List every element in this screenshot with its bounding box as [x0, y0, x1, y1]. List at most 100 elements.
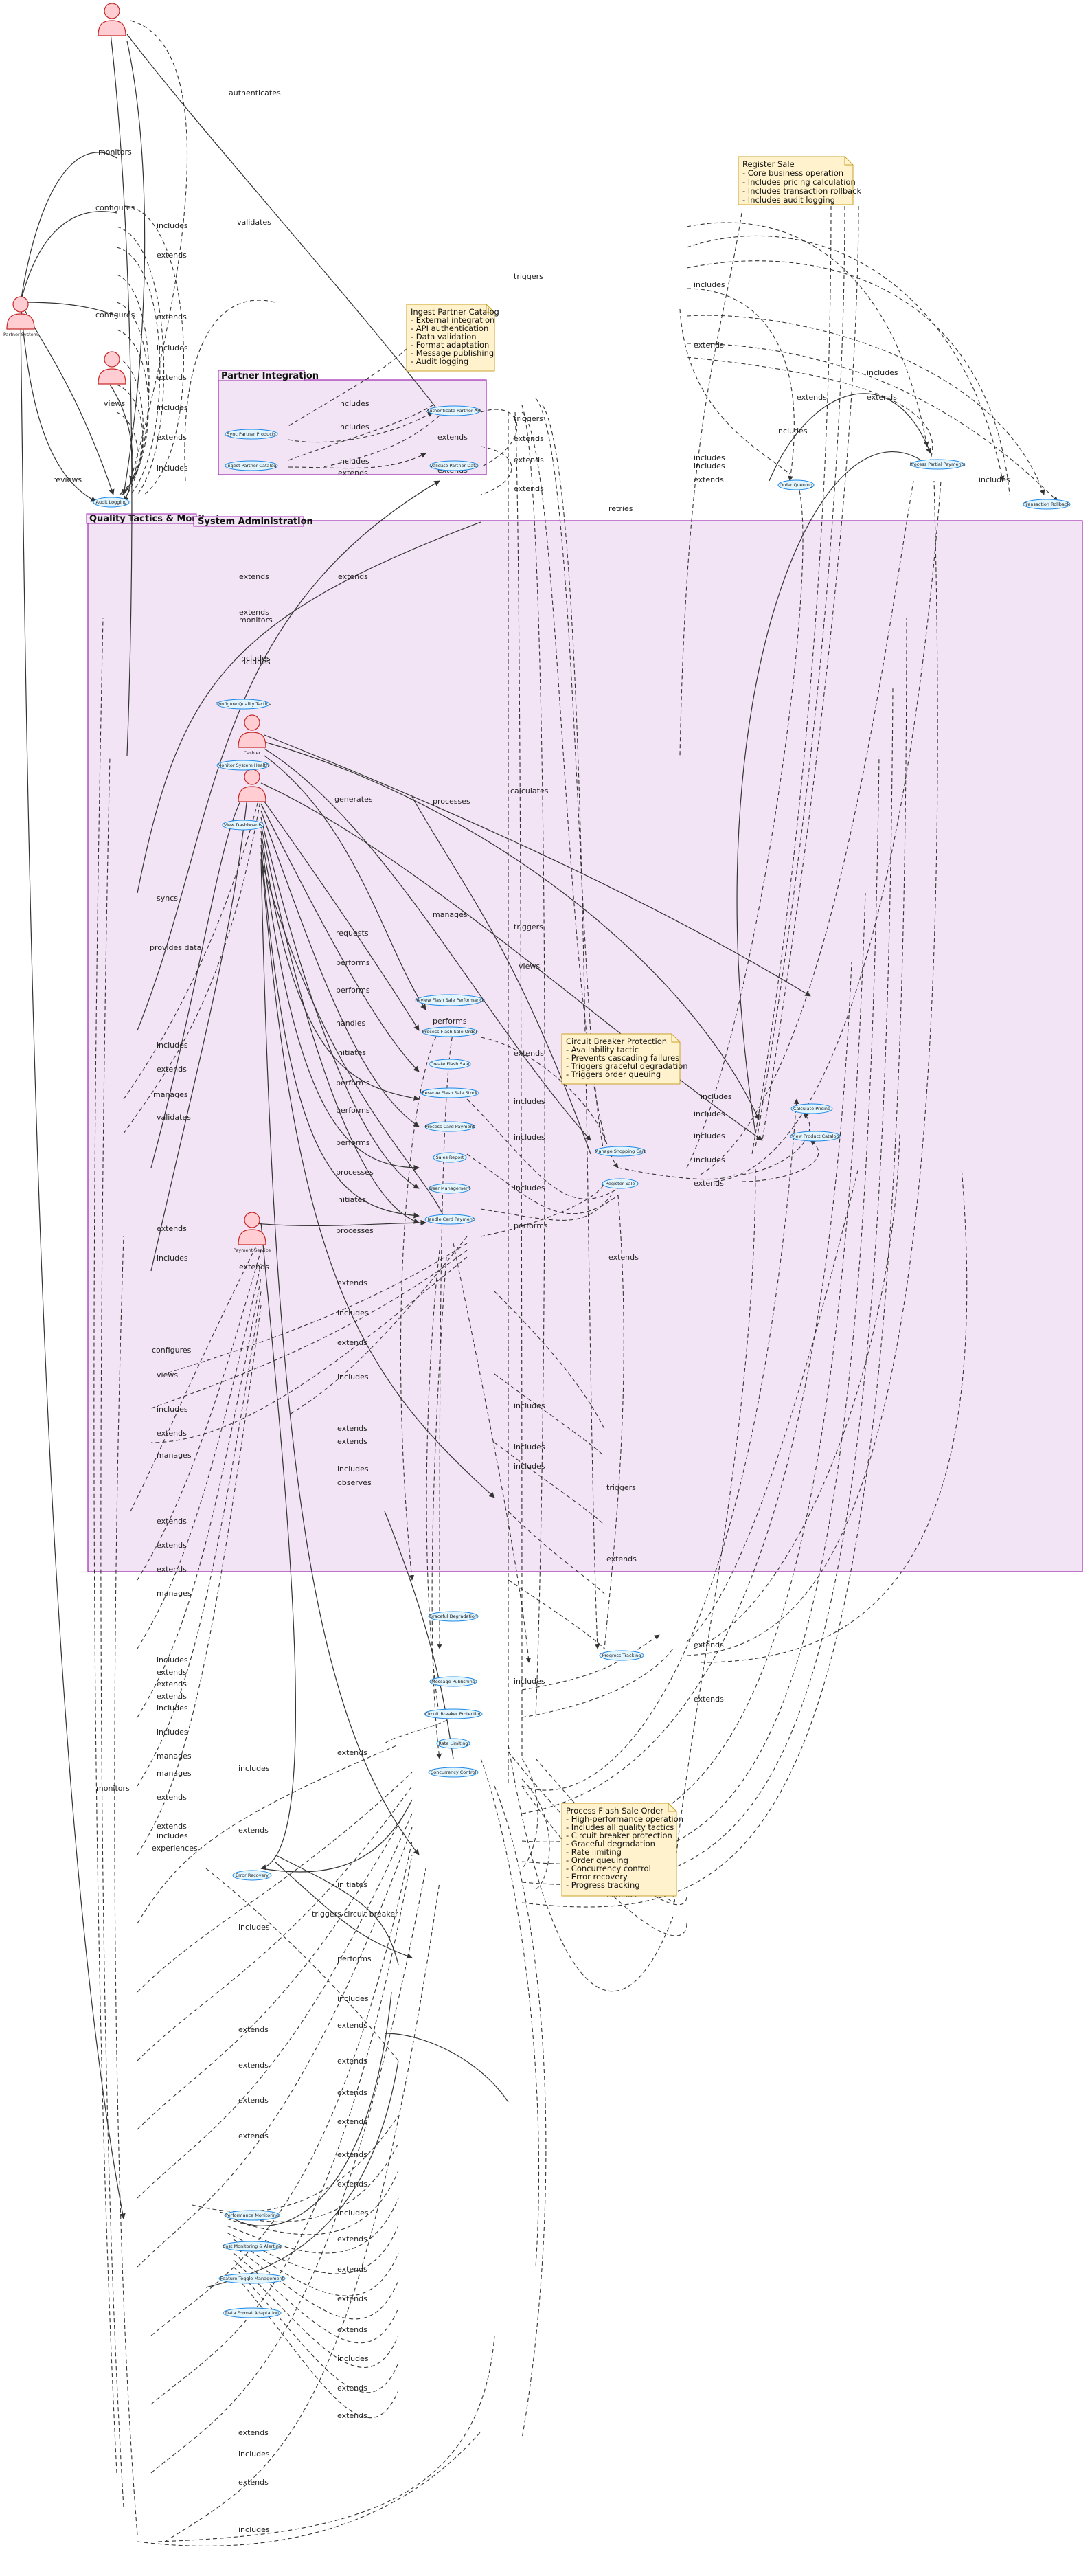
label-includes-3: includes	[157, 403, 188, 412]
label-includes-32: includes	[157, 1656, 188, 1664]
svg-text:Error Recovery: Error Recovery	[236, 1873, 269, 1878]
label-includes-7: includes	[338, 457, 369, 466]
usecase-sync-partner-products[interactable]: Sync Partner Products	[225, 429, 278, 440]
usecase-create-flash-sale[interactable]: Create Flash Sale	[429, 1059, 471, 1070]
label-extends-3: extends	[157, 373, 187, 382]
svg-text:Authenticate Partner API: Authenticate Partner API	[426, 408, 481, 414]
svg-text:- Includes audit logging: - Includes audit logging	[742, 195, 835, 205]
usecase-audit-logging[interactable]: Audit Logging	[93, 497, 130, 508]
usecase-concurrency-control[interactable]: Concurrency Control	[428, 1767, 479, 1778]
label-extends-53: extends	[337, 2265, 367, 2274]
usecase-circuit-breaker-protection[interactable]: Circuit Breaker Protection	[424, 1708, 483, 1719]
label-includes-4: includes	[157, 464, 188, 473]
svg-text:Process Flash Sale Order: Process Flash Sale Order	[422, 1029, 478, 1035]
usecase-authenticate-partner-api[interactable]: Authenticate Partner API	[426, 405, 481, 416]
label-observes: observes	[337, 1478, 372, 1487]
usecase-user-management[interactable]: User Management	[429, 1183, 471, 1194]
label-includes-43: includes	[238, 2525, 270, 2534]
svg-text:Validate Partner Data: Validate Partner Data	[430, 463, 477, 468]
label-extends-15: extends	[239, 572, 269, 581]
label-performs-3: performs	[433, 1017, 467, 1026]
usecase-process-partial-payments[interactable]: Process Partial Payments	[909, 459, 966, 470]
package-partner-integration: Partner Integration	[218, 370, 487, 475]
usecase-rate-limiting[interactable]: Rate Limiting	[436, 1738, 470, 1749]
usecase-review-flash-sale-performance[interactable]: Review Flash Sale Performance	[415, 994, 485, 1006]
usecase-process-flash-sale-order[interactable]: Process Flash Sale Order	[422, 1026, 478, 1037]
usecase-register-sale[interactable]: Register Sale	[602, 1178, 639, 1189]
svg-text:Cost Monitoring & Alerting: Cost Monitoring & Alerting	[223, 2244, 282, 2249]
usecase-sales-report[interactable]: Sales Report	[433, 1152, 467, 1163]
usecase-calculate-pricing[interactable]: Calculate Pricing	[790, 1103, 833, 1114]
usecase-handle-card-payment[interactable]: Handle Card Payment	[424, 1214, 475, 1225]
label-includes-5: includes	[338, 399, 369, 408]
label-extends-6: extends	[437, 433, 468, 442]
usecase-monitor-system-health[interactable]: Monitor System Health	[216, 760, 270, 771]
svg-text:Create Flash Sale: Create Flash Sale	[431, 1061, 470, 1067]
label-extends-26: extends	[337, 1424, 367, 1433]
label-includes-15: includes	[239, 657, 271, 666]
label-includes-42: includes	[238, 2450, 270, 2459]
usecase-data-format-adaptation[interactable]: Data Format Adaptation	[223, 2307, 282, 2318]
usecase-view-dashboards[interactable]: View Dashboards	[222, 820, 264, 831]
svg-text:View Product Catalog: View Product Catalog	[791, 1133, 839, 1139]
usecase-graceful-degradation[interactable]: Graceful Degradation	[428, 1611, 479, 1622]
label-extends-47: extends	[238, 2096, 269, 2105]
label-extends-55: extends	[337, 2325, 367, 2334]
actor-top	[98, 3, 126, 36]
usecase-manage-shopping-cart[interactable]: Manage Shopping Cart	[595, 1146, 646, 1157]
usecase-transaction-rollback[interactable]: Transaction Rollback	[1023, 499, 1071, 510]
svg-text:- Includes pricing calculation: - Includes pricing calculation	[742, 177, 856, 187]
usecase-cost-monitoring[interactable]: Cost Monitoring & Alerting	[223, 2241, 282, 2252]
svg-text:Register Sale: Register Sale	[606, 1181, 635, 1186]
svg-text:Ingest Partner Catalog: Ingest Partner Catalog	[227, 463, 277, 468]
usecase-performance-monitoring[interactable]: Performance Monitoring	[224, 2210, 280, 2221]
label-includes-1: includes	[157, 221, 188, 230]
svg-text:- Order queuing: - Order queuing	[566, 1855, 628, 1865]
label-includes-9: includes	[694, 453, 725, 462]
label-includes-29: includes	[514, 1401, 545, 1410]
label-initiates-2: initiates	[336, 1195, 366, 1204]
label-extends-4: extends	[157, 433, 187, 442]
label-extends-45: extends	[337, 2057, 367, 2066]
svg-text:- Prevents cascading failures: - Prevents cascading failures	[566, 1053, 679, 1063]
svg-text:Cashier: Cashier	[244, 750, 261, 756]
label-extends-46: extends	[337, 2088, 367, 2097]
note-ingest-partner-catalog: Ingest Partner Catalog - External integr…	[406, 304, 499, 372]
svg-text:- Progress tracking: - Progress tracking	[566, 1880, 640, 1890]
svg-text:Ingest Partner Catalog: Ingest Partner Catalog	[411, 307, 499, 317]
label-includes-37: includes	[514, 1677, 545, 1686]
label-configures: configures	[95, 203, 135, 212]
label-extends-44: extends	[238, 2061, 269, 2070]
svg-text:- High-performance operation: - High-performance operation	[566, 1814, 683, 1824]
usecase-process-card-payment[interactable]: Process Card Payment	[424, 1121, 475, 1132]
usecase-error-recovery[interactable]: Error Recovery	[232, 1870, 272, 1881]
label-triggers-2: triggers	[514, 414, 543, 423]
label-initiates-3: initiates	[337, 1880, 367, 1889]
usecase-configure-quality-tactics[interactable]: Configure Quality Tactics	[216, 699, 271, 710]
svg-text:Concurrency Control: Concurrency Control	[431, 1770, 477, 1775]
label-includes-8: includes	[694, 280, 725, 289]
usecase-view-product-catalog[interactable]: View Product Catalog	[790, 1131, 841, 1142]
usecase-order-queuing[interactable]: Order Queuing	[777, 479, 815, 490]
actor-ops	[98, 351, 126, 385]
usecase-ingest-partner-catalog[interactable]: Ingest Partner Catalog	[225, 460, 278, 471]
label-extends-34: extends	[157, 1692, 187, 1701]
usecase-reserve-flash-sale-stock[interactable]: Reserve Flash Sale Stock	[420, 1087, 479, 1098]
label-extends-35: extends	[157, 1793, 187, 1802]
usecase-feature-toggle-management[interactable]: Feature Toggle Management	[218, 2273, 286, 2284]
actor-partner-system: Partner System	[3, 296, 38, 337]
label-monitors-3: monitors	[96, 1784, 130, 1793]
label-extends-10: extends	[514, 484, 544, 493]
usecase-validate-partner-data[interactable]: Validate Partner Data	[429, 460, 479, 471]
svg-text:Configure Quality Tactics: Configure Quality Tactics	[216, 701, 271, 707]
usecase-progress-tracking[interactable]: Progress Tracking	[599, 1650, 644, 1661]
label-extends-11: extends	[694, 341, 724, 350]
label-validates-2: validates	[157, 1113, 191, 1122]
label-manages-3: manages	[157, 1451, 192, 1460]
svg-text:- Graceful degradation: - Graceful degradation	[566, 1839, 655, 1849]
relationship-lines	[20, 20, 1058, 2546]
usecase-message-publishing[interactable]: Message Publishing	[429, 1676, 477, 1687]
label-retries: retries	[608, 504, 633, 513]
label-extends-39: extends	[694, 1640, 724, 1649]
